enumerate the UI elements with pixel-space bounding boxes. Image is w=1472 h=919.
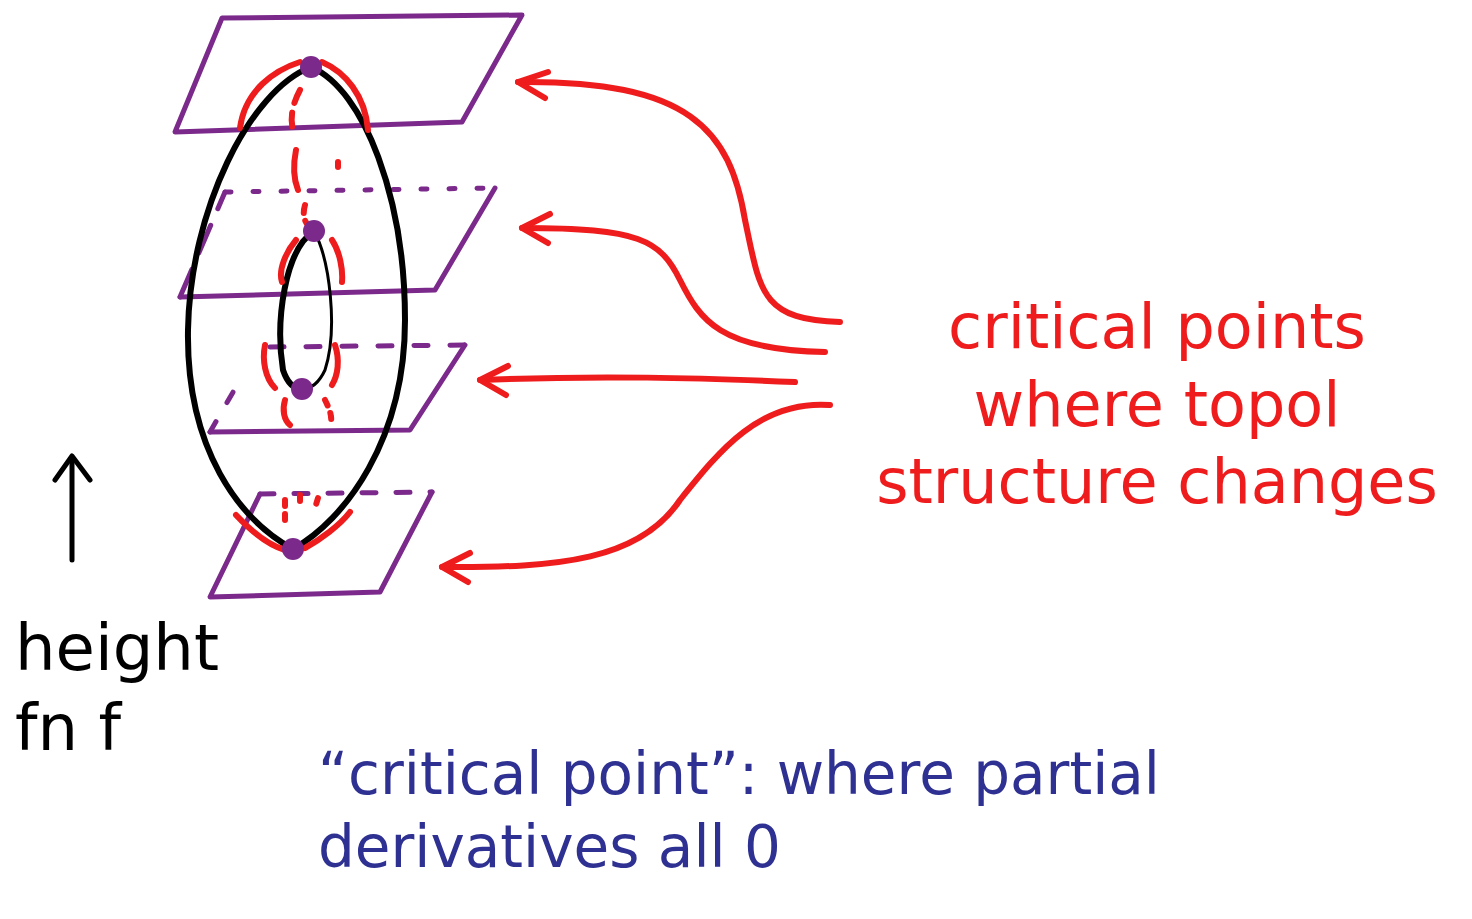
- torus-outline: [188, 67, 405, 549]
- level-curves: [236, 62, 368, 550]
- leader-arrows: [442, 72, 840, 582]
- critical-point-dots: [282, 56, 325, 560]
- critical-points-note: critical points where topol structure ch…: [862, 288, 1452, 521]
- height-arrow: [55, 456, 90, 560]
- level-planes: [175, 15, 522, 597]
- axis-label: height fn f: [15, 608, 255, 768]
- definition-note: “critical point”: where partial derivati…: [318, 738, 1388, 883]
